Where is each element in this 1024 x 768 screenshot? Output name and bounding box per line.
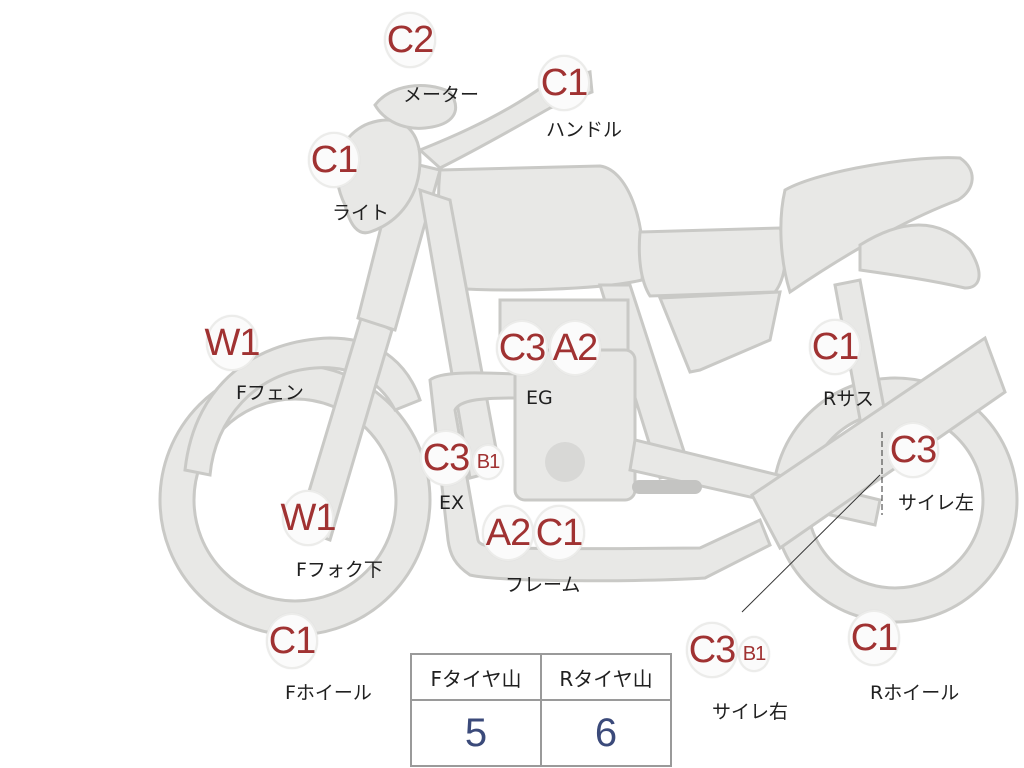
light-badge: C1: [308, 132, 360, 188]
rsus-badge: C1: [809, 319, 861, 375]
meter-label: メーター: [403, 84, 480, 106]
silencer-right-label: サイレ右: [712, 701, 789, 723]
kick-pedal: [632, 480, 702, 494]
silencer-right-small-badge: B1: [738, 636, 770, 672]
light-label: ライト: [332, 202, 390, 224]
engine-cover: [545, 442, 585, 482]
meter-badge: C2: [384, 12, 436, 68]
handle-label: ハンドル: [546, 119, 623, 141]
rwheel-badge: C1: [848, 610, 900, 666]
fwheel-badge: C1: [266, 613, 318, 669]
side-cover: [657, 290, 782, 374]
seat-rear: [779, 156, 974, 295]
silencer: [750, 335, 1007, 551]
ex-badge: C3: [420, 430, 472, 486]
ex-label: EX: [439, 492, 465, 514]
tire-table-value-row: 5 6: [410, 699, 672, 767]
tail: [858, 223, 981, 290]
eg-badge-1: C3: [496, 320, 548, 376]
meter: [373, 84, 458, 130]
front-tire-value: 5: [410, 699, 542, 767]
tire-tread-table: Fタイヤ山 Rタイヤ山 5 6: [410, 653, 672, 767]
ffork-badge: W1: [281, 490, 337, 546]
handle-badge: C1: [538, 55, 590, 111]
frame-badge-2: C1: [533, 505, 585, 561]
silencer-left-badge: C3: [887, 422, 939, 478]
eg-badge-2: A2: [549, 320, 601, 376]
rsus-label: Rサス: [823, 388, 874, 410]
frame-label: フレーム: [505, 574, 581, 596]
rwheel-label: Rホイール: [870, 682, 960, 704]
fwheel-label: Fホイール: [285, 682, 372, 704]
front-tire-header: Fタイヤ山: [410, 653, 542, 701]
tire-table-header-row: Fタイヤ山 Rタイヤ山: [410, 653, 672, 701]
ffender-badge: W1: [205, 315, 261, 371]
ffender-label: Fフェン: [236, 382, 304, 404]
silencer-right-leader: [741, 474, 881, 613]
eg-label: EG: [526, 387, 553, 409]
fork-upper: [356, 158, 442, 332]
frame-badge-1: A2: [482, 505, 534, 561]
fuel-tank: [436, 164, 645, 292]
rear-tire-header: Rタイヤ山: [540, 653, 672, 701]
seat-front: [637, 226, 787, 298]
silencer-left-label: サイレ左: [898, 492, 975, 514]
ffork-label: Fフォク下: [296, 559, 383, 581]
silencer-right-badge: C3: [686, 622, 738, 678]
rear-tire-value: 6: [540, 699, 672, 767]
ex-small-badge: B1: [472, 444, 504, 480]
